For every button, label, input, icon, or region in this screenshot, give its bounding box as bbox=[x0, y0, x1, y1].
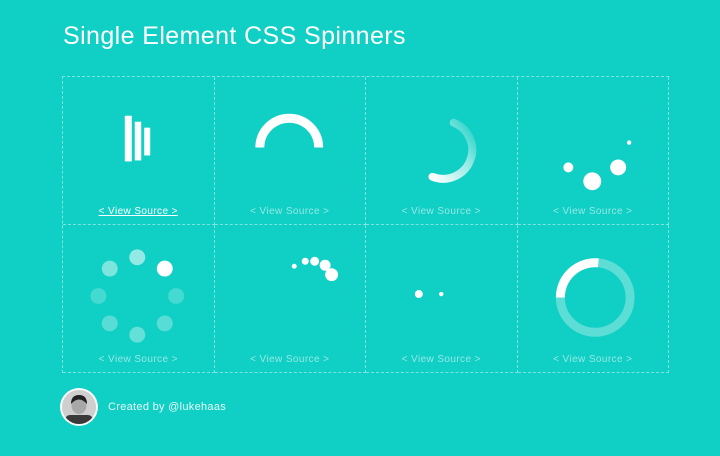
bouncing-dots-spinner-icon bbox=[562, 140, 631, 191]
spinner-cell-dot-pulse: < View Source > bbox=[366, 225, 518, 373]
view-source-link[interactable]: < View Source > bbox=[401, 206, 481, 217]
spinner-cell-half-arc: < View Source > bbox=[214, 77, 366, 225]
view-source-link[interactable]: < View Source > bbox=[553, 354, 633, 365]
avatar bbox=[60, 388, 98, 426]
growing-dots-arc-spinner-icon bbox=[291, 256, 338, 282]
spinner-grid: < View Source > < View Source > bbox=[62, 76, 669, 373]
spinner-cell-fading-arc: < View Source > bbox=[366, 77, 518, 225]
spinner-cell-bars: < View Source > bbox=[63, 77, 215, 225]
dot-pulse-spinner-icon bbox=[414, 290, 444, 299]
view-source-link[interactable]: < View Source > bbox=[250, 206, 330, 217]
page-title: Single Element CSS Spinners bbox=[63, 22, 406, 50]
view-source-link[interactable]: < View Source > bbox=[401, 354, 481, 365]
credit-text: Created by @lukehaas bbox=[108, 401, 227, 413]
view-source-link[interactable]: < View Source > bbox=[98, 206, 178, 217]
dotted-ring-spinner-icon bbox=[90, 249, 185, 343]
view-source-link[interactable]: < View Source > bbox=[98, 354, 178, 365]
view-source-link[interactable]: < View Source > bbox=[553, 206, 633, 217]
fading-arc-spinner-icon bbox=[428, 118, 477, 183]
spinner-cell-ring-segment: < View Source > bbox=[517, 225, 669, 373]
bars-spinner-icon bbox=[124, 115, 151, 162]
spinner-cell-bouncing-dots: < View Source > bbox=[517, 77, 669, 225]
spinner-cell-dotted-ring: < View Source > bbox=[63, 225, 215, 373]
view-source-link[interactable]: < View Source > bbox=[250, 354, 330, 365]
ring-segment-spinner-icon bbox=[555, 258, 635, 337]
avatar-photo bbox=[62, 390, 96, 424]
footer: Created by @lukehaas bbox=[60, 387, 226, 427]
half-arc-spinner-icon bbox=[254, 113, 323, 148]
spinner-cell-growing-dots: < View Source > bbox=[214, 225, 366, 373]
